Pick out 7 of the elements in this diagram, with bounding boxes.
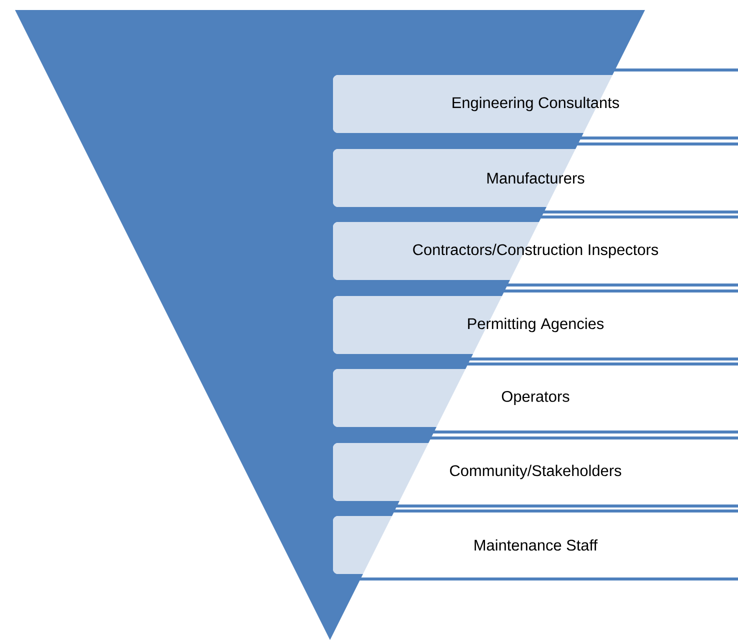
- stage-box: Maintenance Staff: [333, 509, 738, 580]
- stage-box: Permitting Agencies: [333, 289, 738, 360]
- stage-box: Contractors/Construction Inspectors: [333, 215, 738, 286]
- stage-box: Operators: [333, 362, 738, 434]
- stage-box: Engineering Consultants: [333, 68, 738, 140]
- stage-box: Community/Stakeholders: [333, 436, 738, 508]
- stage-box: Manufacturers: [333, 142, 738, 214]
